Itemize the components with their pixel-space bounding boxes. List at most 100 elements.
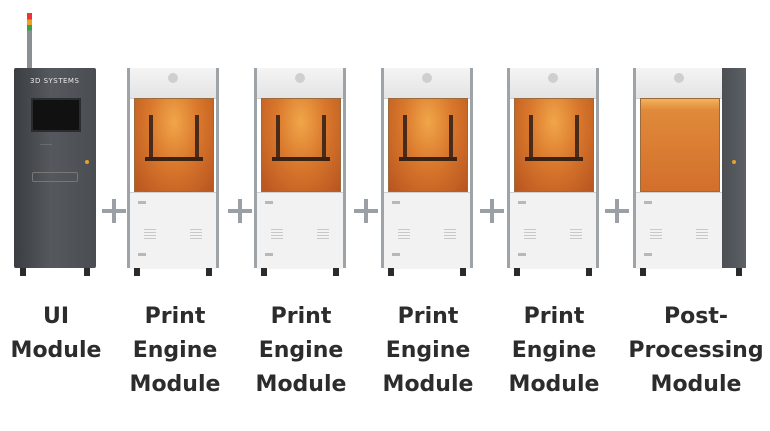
foot-left — [20, 268, 26, 276]
engine-frame-left — [633, 68, 636, 268]
label-line: Print — [397, 304, 459, 329]
cabinet-latch — [392, 253, 400, 256]
foot-right — [333, 268, 339, 276]
engine-top-panel — [384, 68, 470, 99]
foot-right — [206, 268, 212, 276]
engine-lower-cabinet — [510, 192, 596, 269]
label-line: Module — [382, 372, 474, 397]
plus-icon — [102, 199, 126, 223]
vent-grille — [444, 229, 456, 239]
drawer-handle — [32, 172, 78, 182]
ui-module-machine: 3D SYSTEMS ——— — [14, 13, 96, 276]
print-engine-machine — [381, 68, 473, 276]
foot-left — [388, 268, 394, 276]
plus-icon — [605, 199, 629, 223]
chamber-rail — [276, 115, 280, 161]
foot-left — [261, 268, 267, 276]
foot-right — [460, 268, 466, 276]
label-line: Print — [144, 304, 206, 329]
chamber-rail — [449, 115, 453, 161]
label-line: Print — [270, 304, 332, 329]
touch-screen — [31, 98, 81, 132]
vent-grille — [271, 229, 283, 239]
engine-frame-left — [254, 68, 257, 268]
plus-icon — [228, 199, 252, 223]
print-engine-machine — [127, 68, 219, 276]
cabinet-latch — [138, 253, 146, 256]
foot-left — [514, 268, 520, 276]
label-line: Engine — [258, 338, 344, 363]
engine-frame-right — [216, 68, 219, 268]
print-engine-machine — [254, 68, 346, 276]
print-engine-machine — [507, 68, 599, 276]
indicator-light-icon — [732, 160, 736, 164]
engine-lower-cabinet — [384, 192, 470, 269]
label-line: Processing — [628, 338, 764, 363]
cabinet-latch — [518, 201, 526, 204]
vent-grille — [398, 229, 410, 239]
cabinet-latch — [138, 201, 146, 204]
engine-top-panel — [130, 68, 216, 99]
engine-logo-icon — [548, 73, 558, 83]
processing-chamber-window — [640, 98, 720, 192]
foot-right — [736, 268, 742, 276]
cabinet-latch — [265, 201, 273, 204]
label-line: UI — [42, 304, 70, 329]
cabinet-latch — [392, 201, 400, 204]
chamber-rail — [529, 115, 533, 161]
print-chamber-window — [388, 98, 468, 192]
vent-grille — [696, 229, 708, 239]
chamber-rail — [195, 115, 199, 161]
label-line: Engine — [132, 338, 218, 363]
print-chamber-window — [134, 98, 214, 192]
cabinet-latch — [644, 253, 652, 256]
foot-right — [586, 268, 592, 276]
status-light-tower — [27, 13, 32, 68]
vent-grille — [650, 229, 662, 239]
print-chamber-window — [514, 98, 594, 192]
vent-grille — [570, 229, 582, 239]
label-line: Module — [255, 372, 347, 397]
engine-frame-left — [381, 68, 384, 268]
label-line: Engine — [511, 338, 597, 363]
chamber-rail — [575, 115, 579, 161]
screen-caption-decor: ——— — [40, 142, 52, 147]
engine-logo-icon — [295, 73, 305, 83]
foot-left — [640, 268, 646, 276]
label-line: Print — [523, 304, 585, 329]
build-platform — [399, 157, 457, 161]
engine-logo-icon — [674, 73, 684, 83]
label-line: Post- — [664, 304, 728, 329]
build-platform — [272, 157, 330, 161]
chamber-rail — [322, 115, 326, 161]
print-engine-label: Print Engine Module — [246, 300, 356, 402]
chamber-rail — [403, 115, 407, 161]
cabinet-latch — [644, 201, 652, 204]
ui-module-label: UI Module — [4, 300, 108, 368]
build-platform — [145, 157, 203, 161]
print-chamber-window — [261, 98, 341, 192]
label-line: Module — [508, 372, 600, 397]
plus-icon — [354, 199, 378, 223]
cabinet-latch — [518, 253, 526, 256]
chamber-rail — [149, 115, 153, 161]
vent-grille — [190, 229, 202, 239]
label-line: Module — [129, 372, 221, 397]
engine-frame-right — [343, 68, 346, 268]
vent-grille — [144, 229, 156, 239]
vent-grille — [317, 229, 329, 239]
post-processing-label: Post- Processing Module — [624, 300, 768, 402]
post-processing-side-unit — [722, 68, 746, 268]
engine-lower-cabinet — [130, 192, 216, 269]
print-engine-label: Print Engine Module — [373, 300, 483, 402]
plus-icon — [480, 199, 504, 223]
foot-left — [134, 268, 140, 276]
engine-logo-icon — [168, 73, 178, 83]
label-line: Module — [650, 372, 742, 397]
engine-logo-icon — [422, 73, 432, 83]
engine-frame-left — [127, 68, 130, 268]
engine-top-panel — [510, 68, 596, 99]
vent-grille — [524, 229, 536, 239]
post-processing-machine — [633, 68, 748, 276]
engine-frame-right — [470, 68, 473, 268]
